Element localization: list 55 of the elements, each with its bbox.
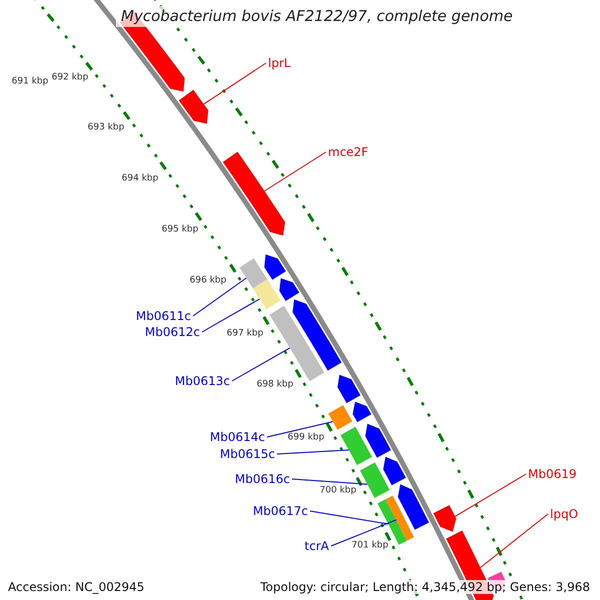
gene-block bbox=[398, 484, 429, 530]
gene-bar bbox=[340, 426, 372, 465]
leader-line bbox=[202, 298, 260, 332]
gene-block bbox=[433, 505, 456, 532]
gene-label: mce2F bbox=[328, 146, 368, 158]
leader-line bbox=[292, 478, 368, 485]
tick-label: 695 kbp bbox=[162, 226, 198, 234]
gene-block bbox=[352, 402, 372, 422]
leader-line bbox=[192, 278, 247, 316]
gene-block bbox=[222, 152, 286, 236]
leader-line bbox=[454, 474, 526, 517]
leader-line bbox=[264, 152, 326, 192]
leader-line bbox=[330, 519, 397, 546]
gene-block bbox=[279, 278, 300, 301]
gene-block bbox=[365, 424, 391, 458]
gene-label: lprL bbox=[268, 57, 291, 69]
gene-bar bbox=[253, 279, 281, 310]
gene-label: Mb0617c bbox=[252, 505, 308, 517]
accession-text: Accession: NC_002945 bbox=[6, 580, 146, 594]
gene-label: Mb0616c bbox=[234, 473, 290, 485]
leader-line bbox=[232, 347, 290, 382]
gene-label: Mb0611c bbox=[136, 310, 191, 322]
gene-block bbox=[338, 374, 360, 404]
tick-label: 699 kbp bbox=[288, 434, 324, 442]
tick-label: 698 kbp bbox=[256, 380, 294, 390]
gene-block bbox=[178, 90, 208, 124]
genome-summary: Topology: circular; Length: 4,345,492 bp; Genes: 3,968 bbox=[258, 580, 592, 594]
tick-label: 691 kbp bbox=[12, 78, 48, 86]
tick-label: 700 kbp bbox=[320, 486, 356, 496]
tick-label: 693 kbp bbox=[88, 124, 124, 132]
gene-label: tcrA bbox=[304, 540, 329, 552]
leader-line bbox=[203, 62, 266, 105]
gene-bar bbox=[360, 462, 390, 498]
gene-label: Mb0612c bbox=[144, 326, 200, 338]
tick-label: 701 kbp bbox=[352, 542, 388, 550]
gene-label: Mb0619 bbox=[528, 468, 577, 480]
gene-bar bbox=[386, 496, 414, 541]
gene-label: Mb0614c bbox=[210, 431, 265, 443]
leader-line bbox=[266, 421, 334, 438]
gene-bar bbox=[328, 405, 352, 430]
gene-label: Mb0613c bbox=[174, 375, 230, 387]
gene-block bbox=[383, 456, 406, 486]
gene-label: Mb0615c bbox=[220, 448, 275, 460]
leader-line bbox=[310, 510, 389, 524]
leader-line bbox=[480, 514, 548, 568]
leader-line bbox=[276, 450, 350, 454]
gene-label: lpqO bbox=[550, 508, 578, 520]
gene-bar bbox=[270, 306, 324, 382]
gene-block bbox=[292, 299, 342, 371]
tick-label: 694 kbp bbox=[122, 174, 158, 184]
tick-label: 692 kbp bbox=[52, 74, 88, 82]
tick-label: 696 kbp bbox=[190, 276, 226, 286]
gene-bar bbox=[240, 258, 268, 288]
gene-block bbox=[264, 254, 286, 280]
tick-label: 697 kbp bbox=[226, 330, 264, 338]
